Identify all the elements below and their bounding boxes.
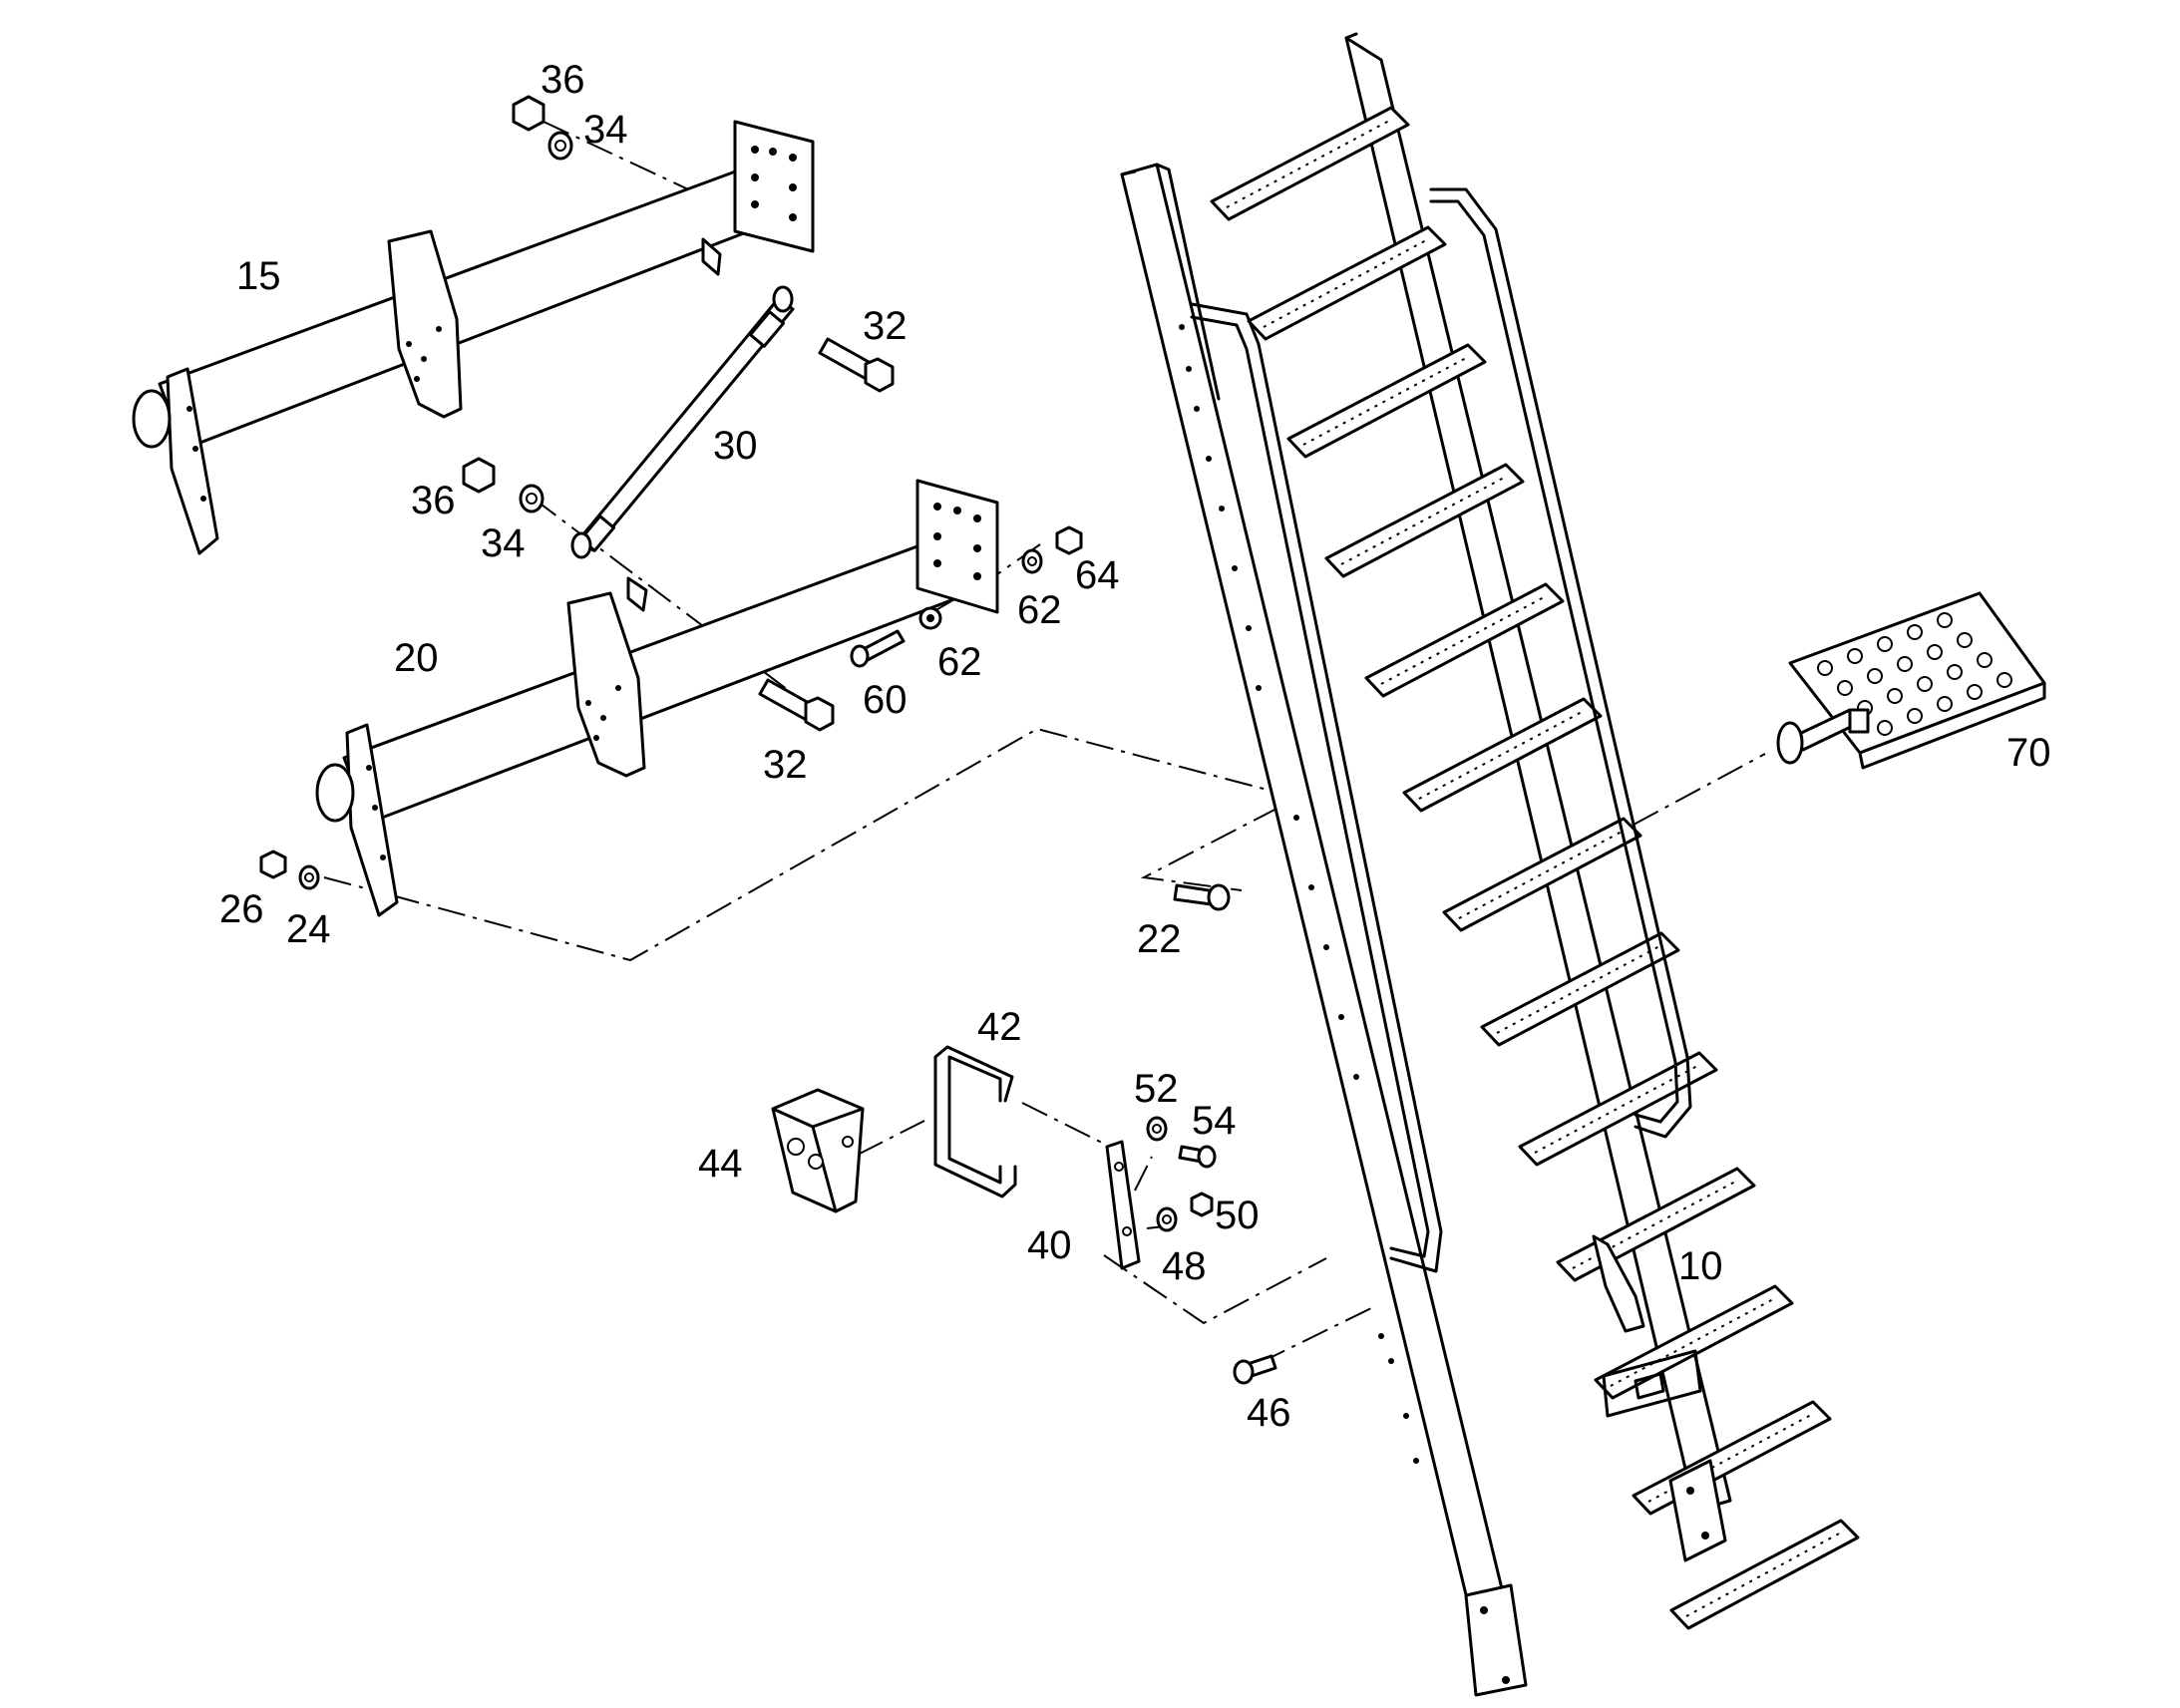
callout-26: 26 — [219, 887, 264, 931]
callout-10: 10 — [1678, 1244, 1723, 1288]
tread-perforations — [1226, 119, 1842, 1617]
callout-62: 62 — [937, 640, 982, 684]
part-10-ladder — [1120, 32, 1860, 1697]
part-70-step-platform — [1776, 591, 2046, 770]
callout-46: 46 — [1247, 1391, 1291, 1435]
callout-42: 42 — [977, 1005, 1022, 1049]
callout-32: 32 — [863, 304, 908, 348]
part-40-plate — [1105, 1116, 1217, 1270]
callout-24: 24 — [286, 907, 331, 951]
callout-32: 32 — [763, 743, 808, 787]
callout-70: 70 — [2006, 731, 2051, 775]
part-44-bracket-block — [771, 1088, 865, 1213]
hardware-upper — [462, 95, 895, 513]
callout-labels: 36 34 15 32 30 36 34 64 62 20 62 60 70 3… — [219, 58, 2051, 1435]
callout-15: 15 — [236, 254, 281, 298]
callout-60: 60 — [863, 678, 908, 722]
hardware-middle — [758, 525, 1231, 911]
callout-44: 44 — [698, 1142, 743, 1186]
callout-36: 36 — [541, 58, 585, 102]
part-46-bolt — [1233, 1354, 1277, 1385]
callout-52: 52 — [1134, 1067, 1179, 1111]
ladder-treads — [1210, 106, 1860, 1630]
hardware-lower-left — [259, 850, 320, 890]
part-30-strut — [570, 285, 795, 559]
callout-62: 62 — [1017, 588, 1062, 632]
callout-30: 30 — [713, 424, 758, 468]
stringer-holes — [1179, 324, 1479, 1598]
part-20-lower-tube-arm — [315, 479, 999, 917]
callout-34: 34 — [481, 521, 526, 565]
callout-54: 54 — [1192, 1099, 1237, 1143]
callout-64: 64 — [1075, 553, 1120, 597]
callout-22: 22 — [1137, 917, 1182, 961]
callout-48: 48 — [1162, 1244, 1207, 1288]
callout-20: 20 — [394, 636, 439, 680]
part-15-upper-tube-arm — [132, 120, 815, 555]
callout-36: 36 — [411, 479, 456, 522]
part-42-u-clamp — [933, 1045, 1017, 1198]
callout-40: 40 — [1027, 1223, 1072, 1267]
callout-34: 34 — [583, 108, 628, 152]
callout-50: 50 — [1215, 1194, 1260, 1237]
